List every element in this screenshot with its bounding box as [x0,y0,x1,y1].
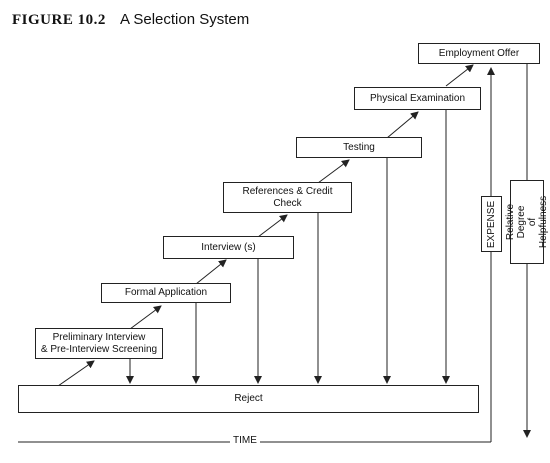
helpfulness-label: Relative Degree of Helpfulness [505,195,549,249]
reject-box: Reject [18,385,479,413]
stage-physical-examination: Physical Examination [354,87,481,110]
stage-interview: Interview (s) [163,236,294,259]
stage-references-credit-check: References & Credit Check [223,182,352,213]
arrow-testing-to-physical [386,111,419,139]
figure-name: A Selection System [120,11,250,28]
arrow-start-to-preliminary [57,360,95,387]
expense-box: EXPENSE [481,196,502,252]
expense-label: EXPENSE [486,200,497,248]
stage-preliminary-interview: Preliminary Interview & Pre-Interview Sc… [35,328,163,359]
figure-number: FIGURE 10.2 [12,12,106,28]
arrow-application-to-interview [195,259,227,285]
figure-title: FIGURE 10.2 A Selection System [12,11,249,29]
stage-testing: Testing [296,137,422,158]
time-label: TIME [230,435,260,446]
arrow-interview-to-references [257,214,288,238]
arrow-preliminary-to-application [129,305,162,330]
stage-employment-offer: Employment Offer [418,43,540,64]
helpfulness-box: Relative Degree of Helpfulness [505,180,549,264]
arrow-references-to-testing [317,159,350,184]
stage-formal-application: Formal Application [101,283,231,303]
arrow-physical-to-offer [445,64,474,87]
